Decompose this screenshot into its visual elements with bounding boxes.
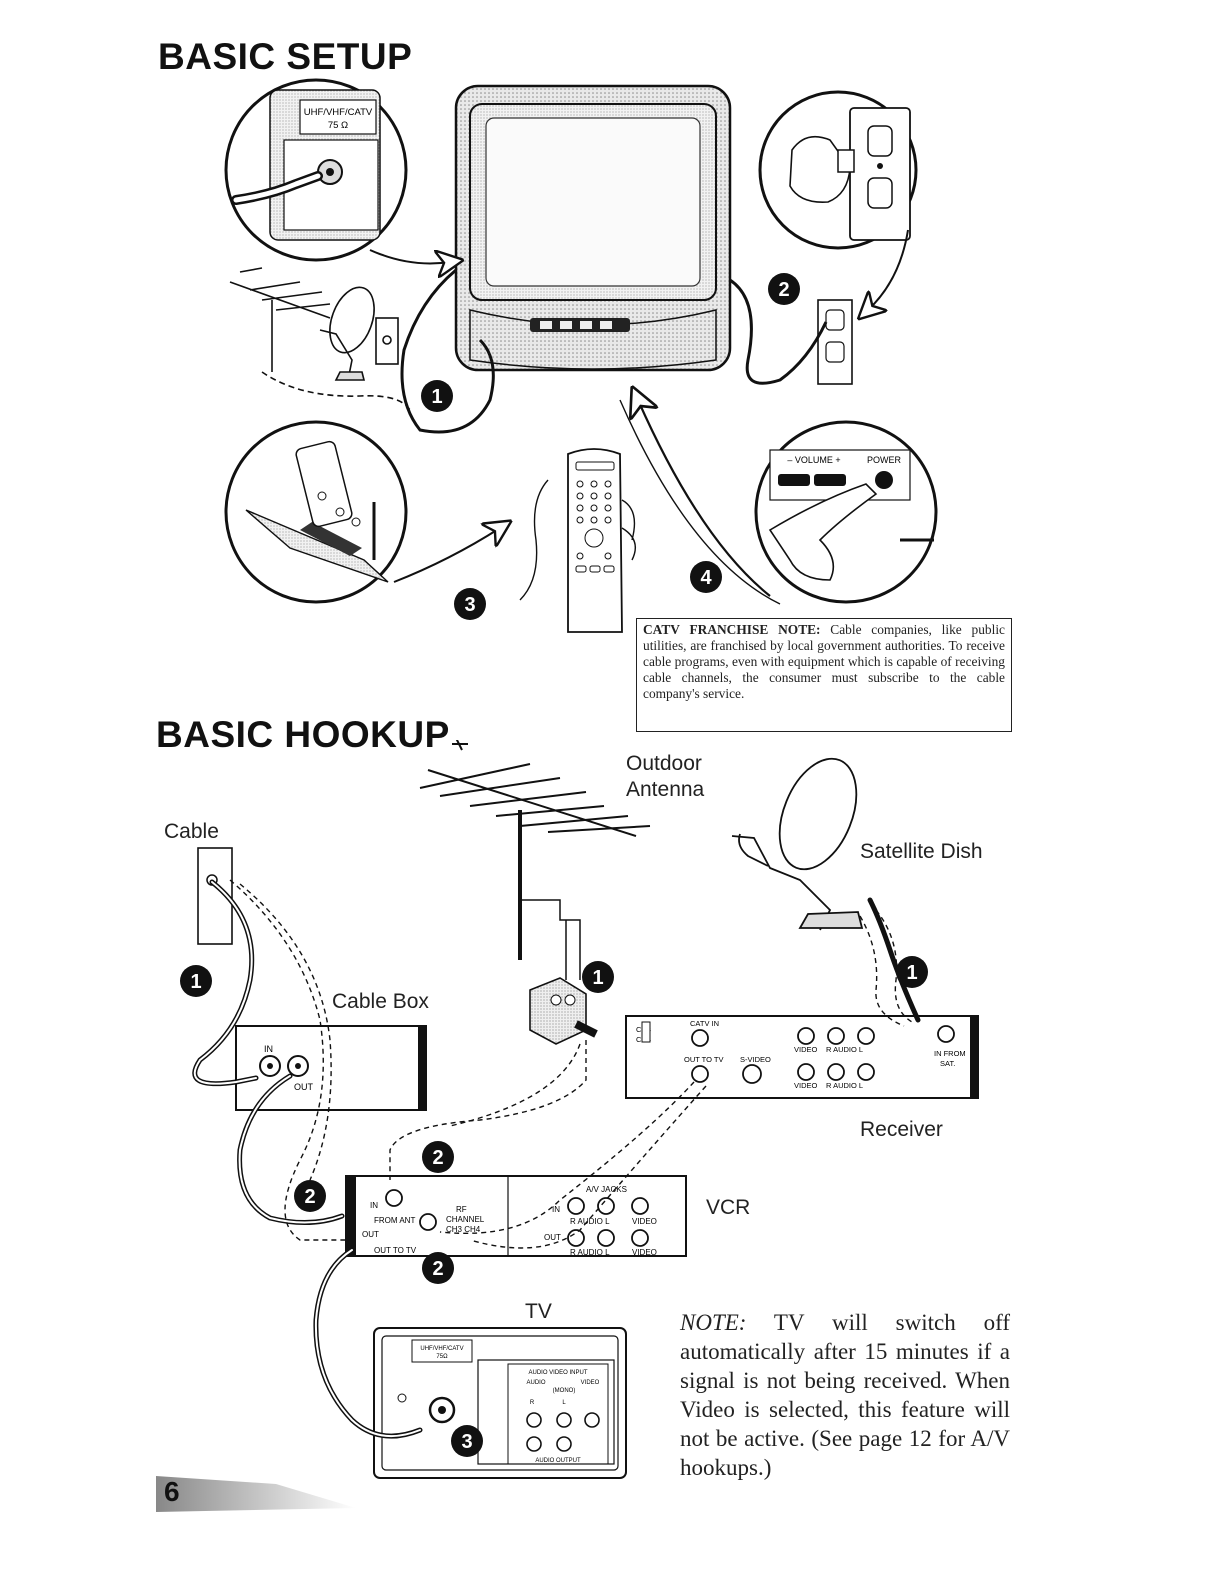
basic-setup-illustration: UHF/VHF/CATV 75 Ω bbox=[224, 78, 938, 633]
tv-antenna-label: UHF/VHF/CATV bbox=[420, 1346, 463, 1352]
vcr-label: VCR bbox=[706, 1196, 751, 1219]
receiver-label: Receiver bbox=[860, 1118, 943, 1141]
vcr: IN FROM ANT OUT OUT TO TV RF CHANNEL CH3… bbox=[345, 1175, 687, 1257]
hookup-step-cable: 1 bbox=[190, 971, 201, 993]
vcr-av-out-label: OUT bbox=[544, 1233, 561, 1242]
page-number-band: 6 bbox=[156, 1472, 356, 1516]
outdoor-antenna-label-line2: Antenna bbox=[626, 778, 705, 801]
setup-step-2: 2 bbox=[778, 279, 789, 301]
vcr-video-label-top: VIDEO bbox=[632, 1217, 657, 1226]
hookup-step-tv: 3 bbox=[461, 1431, 472, 1453]
vcr-rf-label-1: RF bbox=[456, 1205, 467, 1214]
impedance-label: 75 Ω bbox=[328, 120, 348, 131]
page-number-shading bbox=[156, 1476, 356, 1512]
receiver-in-from-sat-label-1: IN FROM bbox=[934, 1049, 966, 1058]
vcr-audio-label-bottom: R AUDIO L bbox=[570, 1248, 610, 1257]
tv-video-label: VIDEO bbox=[581, 1380, 600, 1386]
vcr-rf-label-2: CHANNEL bbox=[446, 1215, 485, 1224]
note-lead: NOTE: bbox=[680, 1310, 747, 1335]
setup-step-4: 4 bbox=[700, 567, 712, 589]
tv-set bbox=[454, 84, 732, 372]
vcr-out-label: OUT bbox=[362, 1230, 379, 1239]
coax-cables-alternate bbox=[229, 879, 913, 1249]
hookup-step-receiver-vcr: 2 bbox=[432, 1147, 443, 1169]
basic-setup-heading: BASIC SETUP bbox=[158, 36, 413, 77]
vcr-video-label-bottom: VIDEO bbox=[632, 1248, 657, 1257]
cable-label: Cable bbox=[164, 820, 219, 843]
matching-transformer bbox=[529, 977, 598, 1045]
franchise-note-lead: CATV FRANCHISE NOTE: bbox=[643, 622, 821, 637]
receiver-catv-in-label: CATV IN bbox=[690, 1019, 719, 1028]
antenna-input-label: UHF/VHF/CATV bbox=[304, 107, 373, 118]
tv-r-label: R bbox=[530, 1400, 535, 1406]
power-button-closeup: – VOLUME + POWER bbox=[754, 420, 938, 604]
cable-box-out-label: OUT bbox=[294, 1082, 314, 1092]
tv-mono-label: (MONO) bbox=[553, 1388, 576, 1394]
power-label: POWER bbox=[867, 455, 902, 465]
basic-hookup-heading: BASIC HOOKUP bbox=[156, 714, 450, 755]
satellite-receiver: CH3 CH4 CATV IN OUT TO TV S-VIDEO VIDEO … bbox=[625, 1015, 979, 1099]
receiver-out-to-tv-label: OUT TO TV bbox=[684, 1055, 723, 1064]
remote-control bbox=[519, 448, 636, 633]
receiver-audio-label-top: R AUDIO L bbox=[826, 1045, 863, 1054]
tv-impedance-label: 75Ω bbox=[436, 1354, 448, 1360]
franchise-note-body: Cable companies, like public utilities, … bbox=[643, 622, 1005, 701]
cable-box-in-label: IN bbox=[264, 1044, 273, 1054]
tv-l-label: L bbox=[562, 1400, 566, 1406]
power-outlet-closeup bbox=[758, 90, 918, 250]
vcr-from-ant-label: FROM ANT bbox=[374, 1216, 415, 1225]
tv-label: TV bbox=[525, 1300, 552, 1323]
tv-audio-label: AUDIO bbox=[526, 1380, 545, 1386]
antenna-input-closeup: UHF/VHF/CATV 75 Ω bbox=[224, 78, 408, 262]
vcr-audio-label-top: R AUDIO L bbox=[570, 1217, 610, 1226]
vcr-in-label: IN bbox=[370, 1201, 378, 1210]
setup-antenna-dish bbox=[229, 267, 411, 411]
volume-label: – VOLUME + bbox=[787, 455, 840, 465]
outdoor-antenna-label-line1: Outdoor bbox=[626, 752, 702, 775]
hookup-step-cablebox-vcr: 2 bbox=[304, 1186, 315, 1208]
receiver-s-video-label: S-VIDEO bbox=[740, 1055, 771, 1064]
satellite-dish bbox=[731, 757, 864, 931]
hookup-step-antenna: 1 bbox=[592, 967, 603, 989]
note-body: TV will switch off automatically after 1… bbox=[680, 1310, 1010, 1480]
hookup-step-badges: 1 1 1 2 2 2 3 bbox=[180, 956, 928, 1457]
receiver-audio-label-bottom: R AUDIO L bbox=[826, 1081, 863, 1090]
tv-back-panel: UHF/VHF/CATV 75Ω AUDIO VIDEO INPUT AUDIO… bbox=[373, 1327, 627, 1479]
setup-step-3: 3 bbox=[464, 594, 475, 616]
auto-off-note: NOTE: TV will switch off automatically a… bbox=[680, 1308, 1010, 1482]
battery-compartment-closeup bbox=[224, 420, 408, 604]
page-number: 6 bbox=[164, 1476, 180, 1507]
receiver-video-label-bottom: VIDEO bbox=[794, 1081, 818, 1090]
hookup-step-satellite: 1 bbox=[906, 962, 917, 984]
tv-audio-output-label: AUDIO OUTPUT bbox=[535, 1458, 581, 1464]
satellite-dish-label: Satellite Dish bbox=[860, 840, 983, 863]
catv-franchise-note: CATV FRANCHISE NOTE: Cable companies, li… bbox=[636, 618, 1012, 732]
receiver-video-label-top: VIDEO bbox=[794, 1045, 818, 1054]
tv-av-input-label: AUDIO VIDEO INPUT bbox=[528, 1370, 587, 1376]
basic-hookup-illustration: IN OUT CH3 CH4 CATV IN OUT TO TV S-VIDEO… bbox=[180, 740, 979, 1479]
vcr-rf-label-3: CH3 CH4 bbox=[446, 1225, 481, 1234]
hookup-step-vcr-out: 2 bbox=[432, 1258, 443, 1280]
cable-box-label: Cable Box bbox=[332, 990, 429, 1013]
setup-step-badges: 1 2 3 4 bbox=[421, 273, 800, 620]
receiver-in-from-sat-label-2: SAT. bbox=[940, 1059, 955, 1068]
vcr-av-jacks-label: A/V JACKS bbox=[586, 1185, 627, 1194]
vcr-out-to-tv-label: OUT TO TV bbox=[374, 1246, 417, 1255]
outdoor-antenna bbox=[419, 740, 651, 980]
setup-step-1: 1 bbox=[431, 386, 442, 408]
vcr-av-in-label: IN bbox=[552, 1205, 560, 1214]
